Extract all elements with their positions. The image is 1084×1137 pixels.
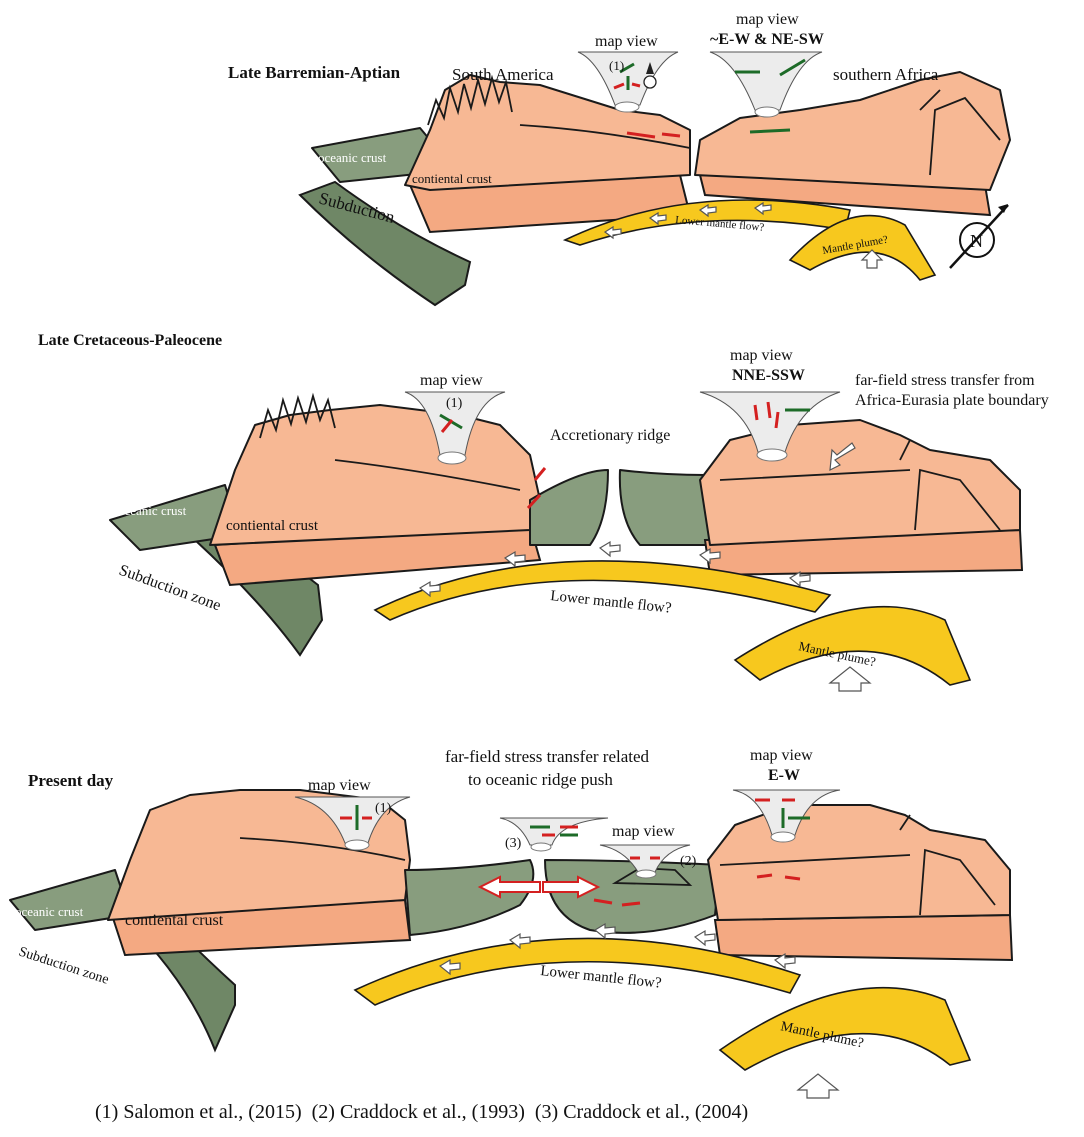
map-view-label-right: map view [750,747,813,764]
ridge-right-oceanic [545,860,720,933]
panel-late-cretaceous-paleocene: Late Cretaceous-Paleocene map view (1) m… [38,332,1049,691]
continental-crust-label: contiental crust [412,171,492,186]
panel-3-title: Present day [28,771,114,790]
oceanic-crust-label: oceanic crust [118,503,187,518]
oceanic-crust [10,870,130,930]
stress-direction-label-2: NNE-SSW [732,367,805,384]
stress-direction-label-1: ~E-W & NE-SW [710,31,824,48]
stress-direction-label-3: E-W [768,767,800,784]
far-field-label-line-1: far-field stress transfer from [855,372,1035,389]
africa-block [700,420,1020,545]
map-view-label-middle: map view [612,823,675,840]
panel-1-title: Late Barremian-Aptian [228,63,401,82]
map-view-label-right: map view [736,11,799,28]
mantle-flow-label: Lower mantle flow? [550,588,673,617]
ref-2-label: (2) [680,854,697,869]
subduction-label: Subduction zone [17,945,111,988]
map-view-label-left: map view [420,372,483,389]
panel-2-title: Late Cretaceous-Paleocene [38,332,222,349]
subduction-label: Subduction zone [117,562,223,615]
mantle-flow-label: Lower mantle flow? [540,963,663,992]
map-view-label-left: map view [595,33,658,50]
oceanic-crust-label: oceanic crust [15,904,84,919]
ridge-left-oceanic [530,470,608,545]
map-view-label-left: map view [308,777,371,794]
ref-3-label: (3) [505,836,522,851]
panel-present-day: Present day map view (1) far-field stres… [10,747,1012,1098]
ridge-right-oceanic [620,470,710,545]
ridge-left-oceanic [405,860,533,935]
far-field-label-line-1: far-field stress transfer related [445,747,650,766]
continental-crust-label: contiental crust [125,912,224,929]
south-america-label: South America [452,65,554,84]
oceanic-crust-label: oceanic crust [318,150,387,165]
plume-upward-arrow [798,1074,838,1098]
far-field-label-line-2: Africa-Eurasia plate boundary [855,392,1049,409]
plume-upward-arrow [830,667,870,691]
north-label: N [970,231,983,251]
southern-africa-label: southern Africa [833,65,939,84]
africa-block [695,72,1010,190]
far-field-label-line-2: to oceanic ridge push [468,770,613,789]
accretionary-ridge-label: Accretionary ridge [550,427,670,444]
references: (1) Salomon et al., (2015) (2) Craddock … [95,1101,748,1123]
ref-1-label: (1) [446,396,463,411]
ref-1-label: (1) [375,801,392,816]
map-view-label-right: map view [730,347,793,364]
ref-1-label: (1) [609,58,624,73]
mantle-plume [720,988,970,1070]
africa-side [715,915,1012,960]
panel-late-barremian-aptian: N Late Barremian-Aptian South America so… [228,11,1010,305]
continental-crust-label: contiental crust [226,518,319,534]
